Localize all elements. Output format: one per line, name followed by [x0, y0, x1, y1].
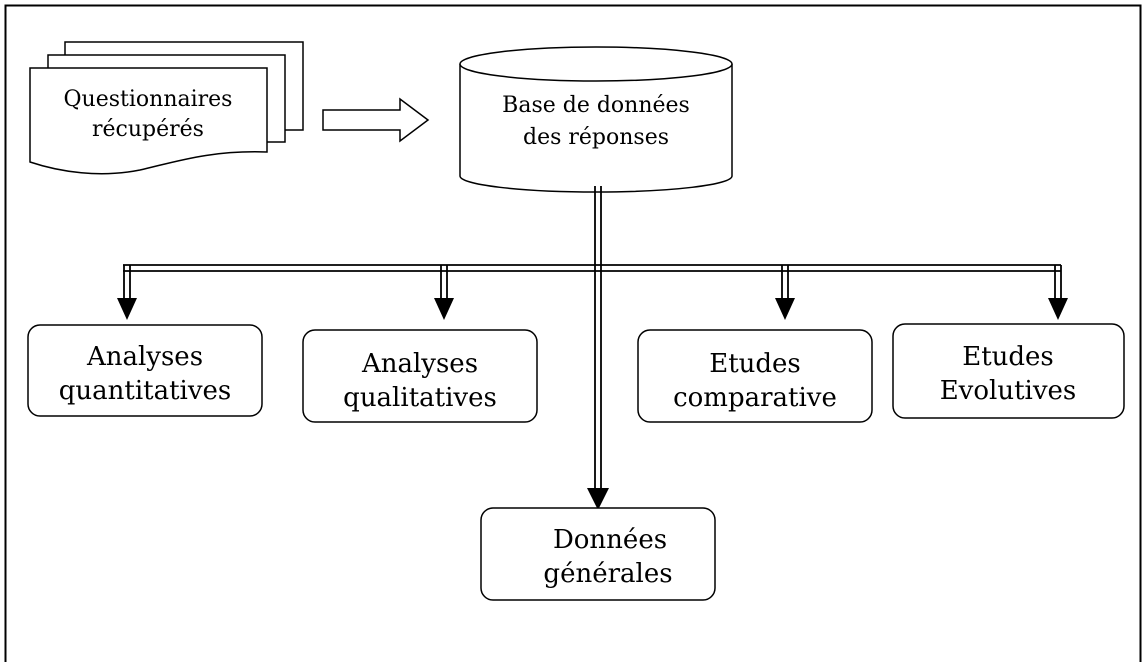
output-label-line2: quantitatives	[59, 376, 232, 406]
output-box-qualitative: Analyses qualitatives	[302, 329, 538, 423]
outer-frame	[4, 4, 1142, 662]
branch-arrow-3	[775, 265, 795, 320]
output-label-line1: Etudes	[962, 342, 1054, 372]
branch-arrow-4	[1048, 265, 1068, 320]
database-label-line2: des réponses	[523, 125, 669, 150]
output-label-line2: qualitatives	[343, 383, 497, 413]
general-data-box: Données générales	[480, 507, 716, 601]
source-label-line1: Questionnaires	[64, 87, 233, 112]
output-label-line1: Etudes	[709, 349, 801, 379]
output-label-line1: Analyses	[361, 349, 478, 379]
branch-arrow-1	[117, 265, 137, 320]
output-box-comparative: Etudes comparative	[637, 329, 873, 423]
branch-arrow-2	[434, 265, 454, 320]
output-label-line2: Evolutives	[940, 376, 1077, 406]
general-label-line2: générales	[543, 559, 672, 589]
output-box-quantitative: Analyses quantitatives	[27, 324, 263, 417]
document-front	[29, 67, 268, 175]
general-label-line1: Données	[553, 525, 667, 555]
block-arrow	[322, 97, 430, 143]
database-label-line1: Base de données	[502, 93, 690, 118]
trunk-arrowhead	[587, 488, 609, 510]
output-box-evolutive: Etudes Evolutives	[892, 323, 1125, 419]
output-label-line1: Analyses	[86, 342, 203, 372]
source-label-line2: récupérés	[92, 117, 204, 142]
output-label-line2: comparative	[673, 383, 837, 413]
questionnaires-document-stack: Questionnaires récupérés	[29, 41, 304, 175]
cylinder-body	[459, 64, 733, 193]
cylinder-top	[459, 46, 733, 82]
database-cylinder: Base de données des réponses	[459, 46, 733, 193]
